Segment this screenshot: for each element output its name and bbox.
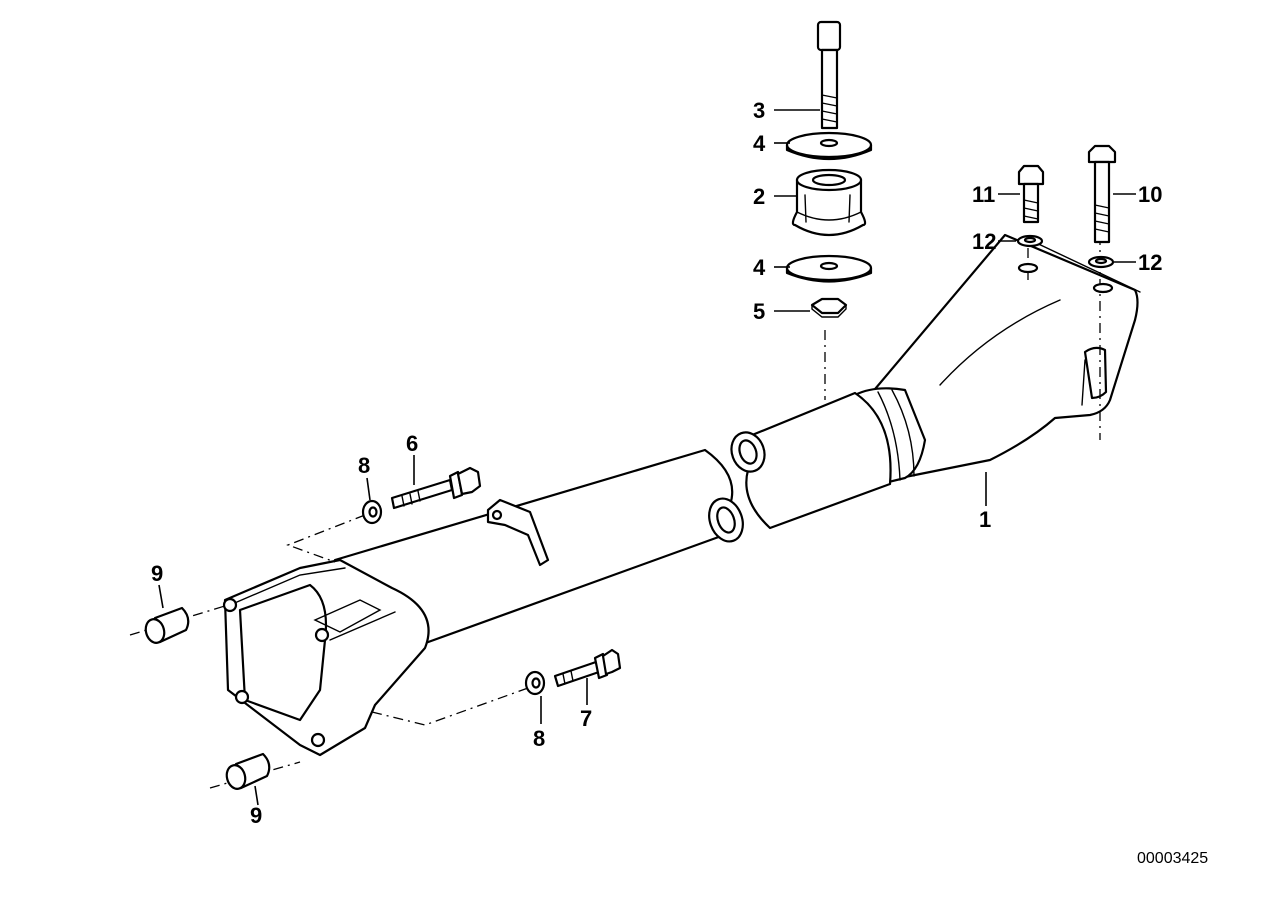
leader-lines (158, 109, 1136, 806)
washer-part-4-upper (785, 131, 873, 161)
spring-washer-part-12-right (1087, 255, 1115, 269)
callout-3: 3 (753, 98, 765, 123)
rubber-mount-part-2 (791, 168, 867, 236)
callout-9-upper: 9 (151, 561, 163, 586)
callout-7: 7 (580, 706, 592, 731)
callout-12-left: 12 (972, 229, 996, 254)
bolt-part-3 (816, 20, 842, 130)
callout-12-right: 12 (1138, 250, 1162, 275)
dowel-sleeve-part-9-upper (144, 606, 190, 644)
housing-tube-part-1 (222, 233, 1141, 757)
document-number: 00003425 (1137, 850, 1208, 867)
flange-bolt-part-7 (553, 648, 622, 688)
callout-10: 10 (1138, 182, 1162, 207)
callout-5: 5 (753, 299, 765, 324)
washer-part-4-lower (785, 254, 873, 283)
callout-2: 2 (753, 184, 765, 209)
callout-6: 6 (406, 431, 418, 456)
washer-part-8-lower (524, 670, 546, 696)
callout-4-upper: 4 (753, 131, 766, 156)
callout-8-upper: 8 (358, 453, 370, 478)
callout-1: 1 (979, 507, 991, 532)
callout-4-lower: 4 (753, 255, 766, 280)
callout-9-lower: 9 (250, 803, 262, 828)
callout-11: 11 (972, 182, 995, 207)
dowel-sleeve-part-9-lower (225, 752, 271, 790)
bolt-part-10 (1087, 144, 1117, 244)
bolt-part-11 (1017, 164, 1045, 224)
washer-part-8-upper (361, 499, 383, 525)
spring-washer-part-12-left (1016, 234, 1044, 248)
callout-8-lower: 8 (533, 726, 545, 751)
flange-bolt-part-6 (390, 466, 482, 510)
callout-labels: 1 2 3 4 4 5 6 7 8 8 9 9 10 11 12 12 (151, 98, 1162, 828)
nut-part-5 (810, 297, 848, 318)
